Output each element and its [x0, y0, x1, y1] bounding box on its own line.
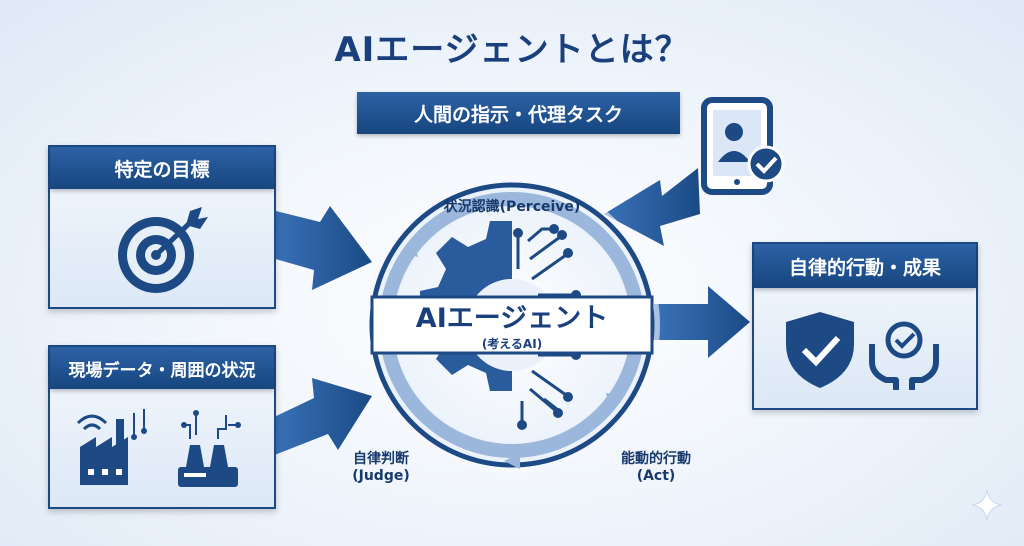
ai-agent-core [364, 177, 660, 473]
arrow-agent-to-result [654, 286, 750, 358]
result-panel-title: 自律的行動・成果 [754, 244, 976, 288]
arrow-goal-to-agent [272, 206, 372, 290]
shield-check-icon [786, 312, 854, 388]
goal-panel: 特定の目標 [48, 145, 276, 309]
factory-sensor-icons [76, 409, 241, 487]
target-icon [118, 207, 208, 293]
sensor-device-icon [178, 410, 241, 487]
data-panel: 現場データ・周囲の状況 [48, 345, 276, 509]
goal-panel-title: 特定の目標 [50, 147, 274, 189]
agent-label: AIエージェント (考えるAI) [372, 296, 652, 352]
agent-name: AIエージェント [415, 303, 609, 334]
hands-check-icon [869, 321, 939, 390]
judge-label: 自律判断(Judge) [352, 451, 410, 484]
sparkle-icon [972, 490, 1002, 520]
act-label: 能動的行動(Act) [621, 451, 691, 484]
arrow-tablet-to-agent [604, 168, 700, 246]
arrow-data-to-agent [272, 378, 372, 456]
page-title: AIエージェントとは？ [334, 30, 690, 70]
perceive-label: 状況認識(Perceive) [443, 199, 581, 215]
instruction-banner: 人間の指示・代理タスク [357, 92, 680, 134]
data-panel-title: 現場データ・周囲の状況 [50, 347, 274, 389]
agent-subtitle: (考えるAI) [481, 337, 543, 351]
tablet-user-icon [701, 97, 785, 195]
factory-icon [76, 409, 147, 485]
result-panel: 自律的行動・成果 [752, 242, 978, 410]
result-icons [786, 312, 939, 390]
